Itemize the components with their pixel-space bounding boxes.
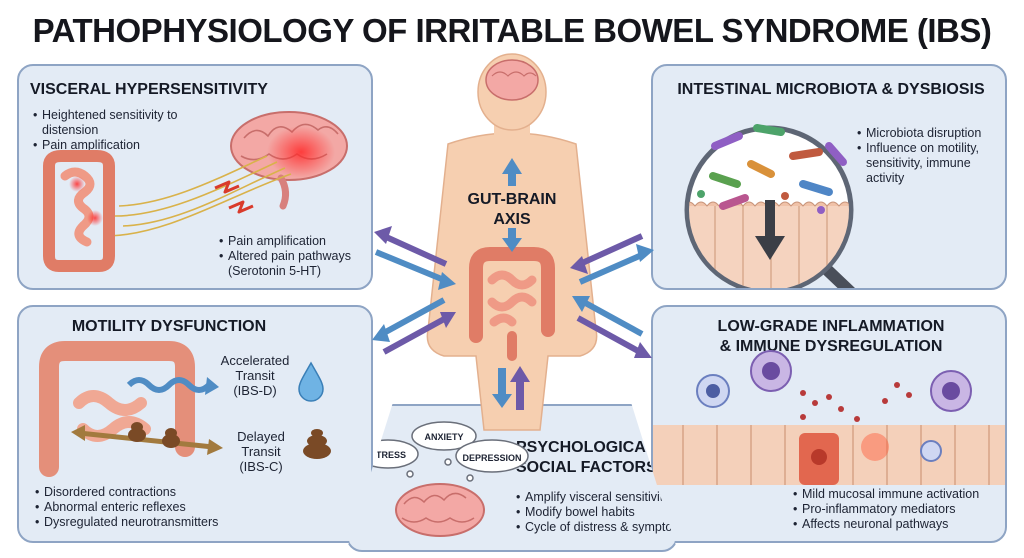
list-item: Modify bowel habits (516, 505, 676, 520)
list-item: Disordered contractions (35, 485, 265, 500)
accelerated-transit-label: Accelerated Transit (IBS-D) (215, 353, 295, 398)
list-item: Pro-inflammatory mediators (793, 502, 1003, 517)
list-item: Abnormal enteric reflexes (35, 500, 265, 515)
bacteria-icon (697, 124, 847, 214)
label-line: (IBS-D) (233, 383, 277, 398)
delayed-transit-arrow (71, 425, 223, 455)
list-item: Amplify visceral sensitivity (516, 490, 676, 505)
motility-bullets: Disordered contractions Abnormal enteric… (35, 485, 265, 530)
list-item: Microbiota disruption (857, 126, 997, 141)
arrow-icon (492, 158, 522, 408)
psych-title: PSYCHOLOGICAL & SOCIAL FACTORS (516, 438, 676, 478)
water-drop-icon (298, 361, 324, 402)
arrow-icon (755, 200, 785, 260)
visceral-illustration (43, 111, 348, 272)
list-item: Mild mucosal immune activation (793, 487, 1003, 502)
microbiota-bullets: Microbiota disruption Influence on motil… (857, 126, 997, 186)
panel-motility: MOTILITY DYSFUNCTION Accelerated Transit… (17, 305, 373, 543)
microbiota-title: INTESTINAL MICROBIOTA & DYSBIOSIS (677, 81, 985, 98)
stool-icon (128, 422, 331, 459)
epithelium (653, 425, 1005, 485)
label-line: Transit (235, 368, 275, 383)
panel-visceral-hypersensitivity: VISCERAL HYPERSENSITIVITY Heightened sen… (17, 64, 373, 290)
list-item: Pain amplification (33, 138, 203, 153)
visceral-bullets-top: Heightened sensitivity to distension Pai… (33, 108, 203, 153)
gut-brain-axis-label: GUT-BRAIN AXIS (452, 190, 572, 230)
intestine-icon (43, 150, 115, 272)
title-line: LOW-GRADE INFLAMMATION (717, 318, 945, 335)
microbiota-illustration (684, 124, 855, 288)
label-line: Accelerated (220, 353, 290, 368)
brain-icon (395, 483, 485, 537)
label-line: Transit (241, 444, 281, 459)
visceral-bullets-bottom: Pain amplification Altered pain pathways… (219, 234, 369, 279)
immune-cell-icon (696, 350, 972, 462)
list-item: Heightened sensitivity to distension (33, 108, 203, 138)
intestine-icon (469, 247, 555, 361)
panel-microbiota: INTESTINAL MICROBIOTA & DYSBIOSIS Microb… (651, 64, 1007, 290)
label-line: (IBS-C) (239, 459, 283, 474)
arrow-icon (510, 366, 530, 410)
panel-inflammation: LOW-GRADE INFLAMMATION & IMMUNE DYSREGUL… (651, 305, 1007, 543)
lightning-icon (214, 180, 254, 214)
panel-psychological: PSYCHOLOGICAL & SOCIAL FACTORS Amplify v… (346, 404, 678, 552)
list-item: Cycle of distress & symptoms (516, 520, 676, 535)
list-item: Altered pain pathways (Serotonin 5-HT) (219, 249, 369, 279)
label-line: Delayed (237, 429, 285, 444)
inflammation-bullets: Mild mucosal immune activation Pro-infla… (793, 487, 1003, 532)
list-item: Dysregulated neurotransmitters (35, 515, 265, 530)
page-title: PATHOPHYSIOLOGY OF IRRITABLE BOWEL SYNDR… (32, 12, 992, 49)
title-line: PSYCHOLOGICAL & (516, 439, 672, 456)
arrow-icon (372, 226, 456, 355)
motility-illustration (39, 341, 331, 477)
anxiety-cloud-label: ANXIETY (424, 432, 464, 442)
list-item: Influence on motility, sensitivity, immu… (857, 141, 997, 186)
list-item: Pain amplification (219, 234, 369, 249)
label-line: AXIS (493, 211, 531, 228)
motility-title: MOTILITY DYSFUNCTION (71, 318, 267, 335)
cytokine-dots (800, 382, 912, 422)
brain-icon (485, 59, 539, 101)
depression-cloud-label: DEPRESSION (462, 453, 522, 463)
nerve-pathways (108, 155, 292, 237)
delayed-transit-label: Delayed Transit (IBS-C) (229, 429, 293, 474)
brain-icon (230, 111, 348, 210)
visceral-title: VISCERAL HYPERSENSITIVITY (30, 81, 268, 98)
title-line: SOCIAL FACTORS (516, 459, 657, 476)
arrow-icon (570, 233, 654, 358)
inflammation-illustration (653, 350, 1005, 485)
label-line: GUT-BRAIN (467, 191, 557, 208)
accelerated-transit-arrow (126, 377, 219, 395)
list-item: Affects neuronal pathways (793, 517, 1003, 532)
stress-cloud-label: STRESS (369, 450, 406, 460)
psych-bullets: Amplify visceral sensitivity Modify bowe… (516, 490, 676, 535)
